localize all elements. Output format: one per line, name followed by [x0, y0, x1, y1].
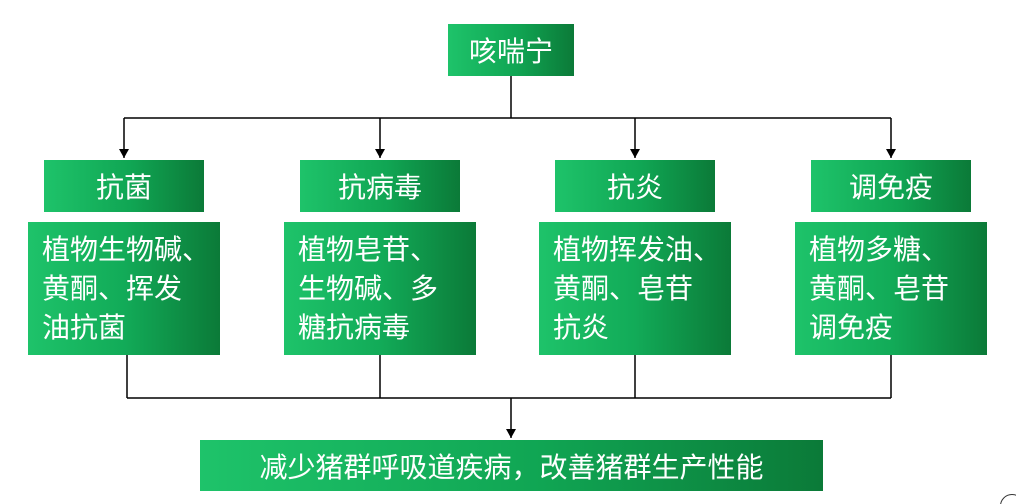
category-antiviral: 抗病毒: [300, 160, 460, 212]
detail-antibacterial: 植物生物碱、 黄酮、挥发 油抗菌: [28, 222, 220, 355]
detail-immune-regulation: 植物多糖、 黄酮、皂苷 调免疫: [795, 222, 987, 355]
root-node: 咳喘宁: [448, 24, 574, 76]
detail-antiviral: 植物皂苷、 生物碱、多 糖抗病毒: [284, 222, 476, 355]
category-immune-regulation: 调免疫: [811, 160, 971, 212]
category-antibacterial: 抗菌: [44, 160, 204, 212]
result-node: 减少猪群呼吸道疾病，改善猪群生产性能: [200, 440, 823, 491]
category-anti-inflammatory: 抗炎: [555, 160, 715, 212]
detail-anti-inflammatory: 植物挥发油、 黄酮、皂苷 抗炎: [539, 222, 731, 355]
